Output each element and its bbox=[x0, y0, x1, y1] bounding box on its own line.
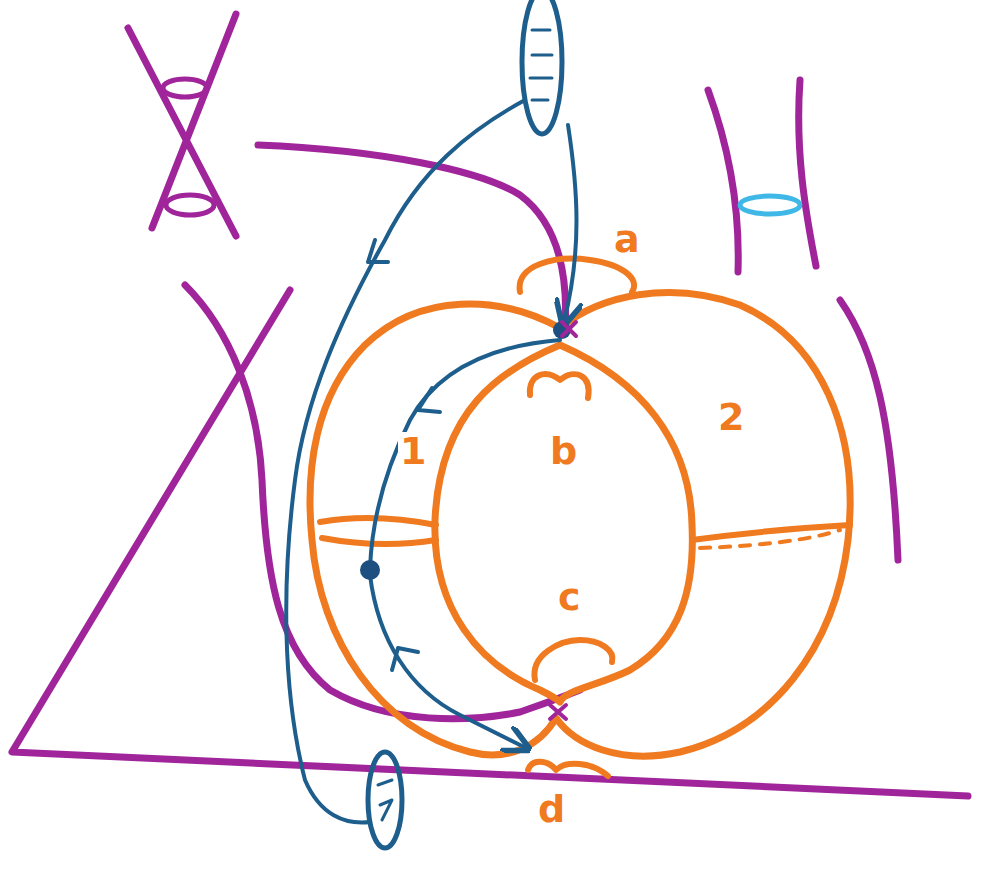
surface-label: a bbox=[612, 220, 642, 258]
surface-label: b bbox=[548, 432, 579, 470]
surface-label: d bbox=[536, 790, 567, 828]
path-arrow bbox=[392, 648, 418, 670]
cross-mark bbox=[550, 705, 566, 719]
arc-c bbox=[534, 640, 612, 680]
arc-a bbox=[520, 259, 635, 292]
base-point bbox=[360, 560, 380, 580]
blue-path bbox=[370, 575, 526, 748]
tube-loop bbox=[740, 196, 800, 214]
strand-loop bbox=[166, 195, 214, 215]
oval-scribble bbox=[378, 780, 392, 820]
oval-scribble bbox=[530, 30, 552, 100]
arc-d bbox=[528, 762, 608, 776]
purple-curve bbox=[258, 145, 566, 330]
inner-outline bbox=[435, 345, 692, 702]
path-arrow bbox=[368, 240, 388, 262]
surface-outline bbox=[310, 293, 850, 757]
surface-label: 1 bbox=[398, 432, 428, 470]
purple-curve bbox=[185, 285, 580, 719]
crossing-strands bbox=[128, 14, 236, 236]
surface-label: c bbox=[556, 578, 583, 616]
meridian-left bbox=[320, 518, 436, 544]
cross-mark bbox=[562, 322, 576, 336]
arc-b bbox=[530, 374, 589, 398]
strand-loop bbox=[163, 79, 207, 97]
tube-wall bbox=[708, 80, 816, 272]
blue-path bbox=[286, 100, 525, 823]
blue-oval bbox=[522, 0, 562, 134]
meridian-hidden bbox=[700, 530, 840, 548]
blue-path bbox=[370, 340, 560, 568]
surface-label: 2 bbox=[716, 398, 746, 436]
blue-oval bbox=[368, 752, 402, 848]
blue-path bbox=[564, 125, 577, 322]
path-arrow bbox=[418, 388, 440, 412]
